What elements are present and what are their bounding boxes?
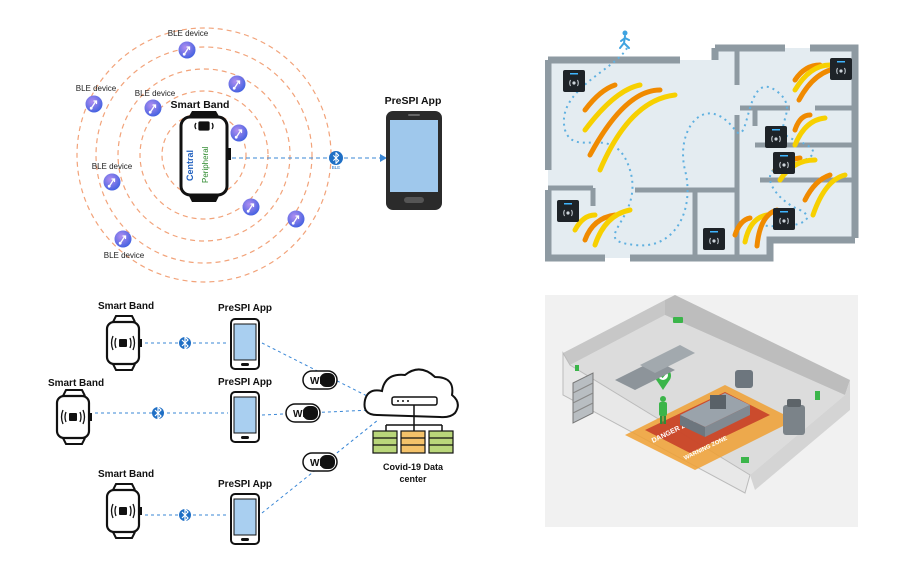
data-center-diagram: Smart Band PreSPI App Smart Band PreSPI … [0,285,470,570]
server-icons [372,430,454,454]
ble-link-arrow [380,154,387,162]
svg-text:Wi Fi: Wi Fi [310,376,334,387]
ble-device-icon [242,198,260,216]
back-wall-left [563,300,665,365]
smartphone [230,391,260,443]
ble-device-icon [287,210,305,228]
beacon-icon [773,152,795,174]
bluetooth-icon [179,335,191,351]
smart-band-label: Smart Band [48,378,104,389]
beacon-icon [703,228,725,250]
data-center-label-line1: Covid-19 Data [383,462,444,472]
outer-walls [544,44,859,262]
ble-device-icon [178,41,196,59]
signal-waves [572,62,848,249]
smart-band-label: Smart Band [98,301,154,312]
bluetooth-icon [329,151,343,165]
data-center-label-line2: center [399,474,427,484]
person-walking-icon [619,30,630,49]
ble-scan-diagram: BLE device BLE device BLE device BLE dev… [0,0,460,285]
peripheral-label: Peripheral [201,146,210,183]
ble-device-icon [230,124,248,142]
app-label: PreSPI App [218,303,272,314]
smart-band-watch [105,483,144,539]
beacon-icon [830,58,852,80]
central-label: Central [185,150,195,181]
lab-equipment [735,370,805,435]
ble-device-icon [85,95,103,113]
svg-text:Wi Fi: Wi Fi [310,458,334,469]
ble-device-icon [228,75,246,93]
wifi-links [261,342,379,514]
wifi-badge: Wi Fi [285,403,321,423]
smart-band-label: Smart Band [98,469,154,480]
ble-badge-text: BLE [332,165,341,170]
bluetooth-icon [152,405,164,421]
smartphone [230,318,260,370]
ble-device-label: BLE device [76,84,117,93]
back-wall-right [665,295,850,395]
ble-device-icon [144,99,162,117]
smartphone [386,111,442,210]
worker-figure [659,396,667,424]
beacon-icon [773,208,795,230]
loading-door [572,372,594,424]
bluetooth-icon [179,507,191,523]
nfc-icon [194,121,214,131]
wifi-badge: Wi Fi [302,370,338,390]
wifi-badge: Wi Fi [302,452,338,472]
cloud-icon [363,368,459,431]
smart-band-watch [105,315,144,371]
smart-band-watch [55,389,94,445]
app-label: PreSPI App [218,479,272,490]
ble-device-label: BLE device [135,89,176,98]
svg-text:Wi Fi: Wi Fi [293,409,317,420]
smart-band-label: Smart Band [171,99,230,111]
beacon-icon [765,126,787,148]
ble-device-icon [103,173,121,191]
storage-racks [615,345,695,390]
ble-device-label: BLE device [104,251,145,260]
app-label: PreSPI App [218,377,272,388]
ble-device-label: BLE device [168,29,209,38]
indoor-floorplan [544,30,860,262]
walking-path [562,47,815,247]
industrial-machine [680,393,750,437]
sensor-devices [575,317,820,463]
beacon-icon [563,70,585,92]
floor-area [548,48,855,258]
ble-device-icon [114,230,132,248]
app-label: PreSPI App [385,95,442,107]
smartphone [230,493,260,545]
beacon-icon [557,200,579,222]
smart-band-watch: Central Peripheral [179,111,231,202]
factory-floor-illustration: DANGER ZONE WARNING ZONE [545,295,858,527]
ble-device-label: BLE device [92,162,133,171]
